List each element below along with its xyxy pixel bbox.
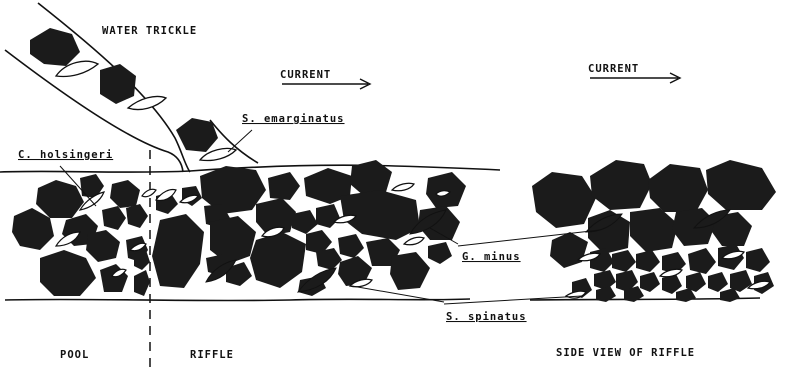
c-holsingeri-label: C. holsingeri <box>18 149 113 161</box>
s-emarginatus-label: S. emarginatus <box>242 113 345 125</box>
riffle-label: RIFFLE <box>190 349 234 361</box>
pool-rocks <box>12 174 150 296</box>
s-spinatus-label: S. spinatus <box>446 311 527 323</box>
g-minus-label: G. minus <box>462 251 521 263</box>
side-view-rocks <box>532 160 776 302</box>
side-view-label: SIDE VIEW OF RIFFLE <box>556 347 695 359</box>
current-label-right: CURRENT <box>588 63 639 75</box>
current-label-left: CURRENT <box>280 69 331 81</box>
pool-label: POOL <box>60 349 89 361</box>
water-trickle-label: WATER TRICKLE <box>102 25 197 37</box>
